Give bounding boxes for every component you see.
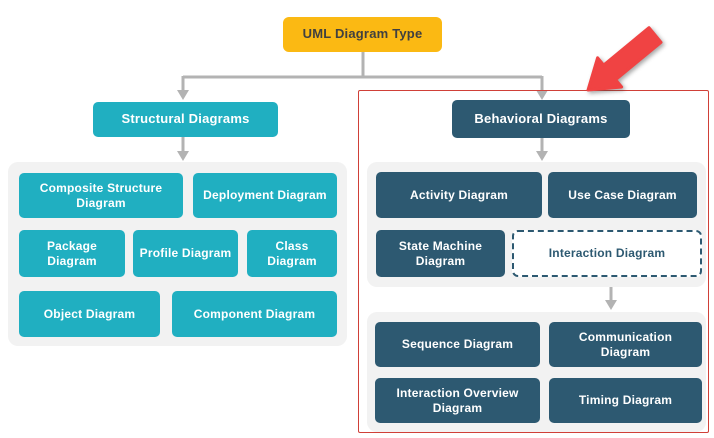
node-state-machine-diagram: State Machine Diagram [376, 230, 505, 277]
node-composite-structure-diagram: Composite Structure Diagram [19, 173, 183, 218]
pointer-arrow-icon [586, 26, 663, 92]
node-object-diagram: Object Diagram [19, 291, 160, 337]
node-deployment-diagram: Deployment Diagram [193, 173, 337, 218]
behavioral-highlight-rect [358, 90, 709, 433]
node-communication-diagram: Communication Diagram [549, 322, 702, 367]
node-profile-diagram: Profile Diagram [133, 230, 238, 277]
node-package-diagram: Package Diagram [19, 230, 125, 277]
node-component-diagram: Component Diagram [172, 291, 337, 337]
node-uml-diagram-type: UML Diagram Type [283, 17, 442, 52]
node-interaction-diagram: Interaction Diagram [512, 230, 702, 277]
node-activity-diagram: Activity Diagram [376, 172, 542, 218]
node-use-case-diagram: Use Case Diagram [548, 172, 697, 218]
node-interaction-overview-diagram: Interaction Overview Diagram [375, 378, 540, 423]
node-timing-diagram: Timing Diagram [549, 378, 702, 423]
node-sequence-diagram: Sequence Diagram [375, 322, 540, 367]
node-class-diagram: Class Diagram [247, 230, 337, 277]
node-structural-diagrams: Structural Diagrams [93, 102, 278, 137]
node-behavioral-diagrams: Behavioral Diagrams [452, 100, 630, 138]
